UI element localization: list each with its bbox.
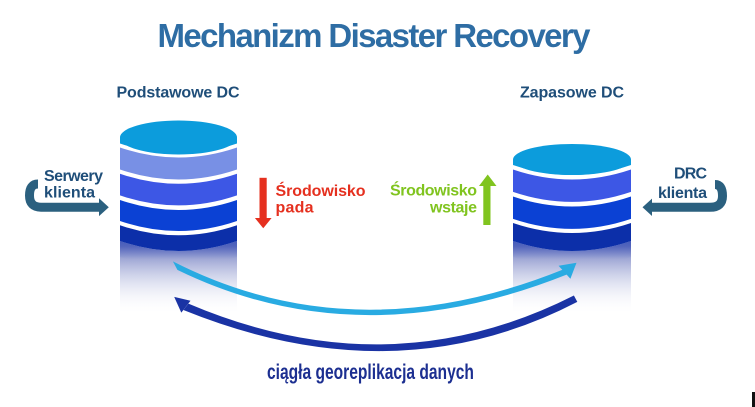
svg-text:Środowisko: Środowisko bbox=[276, 181, 366, 200]
svg-text:Środowisko: Środowisko bbox=[390, 181, 477, 200]
svg-text:Podstawowe DC: Podstawowe DC bbox=[117, 85, 240, 102]
svg-text:DRC: DRC bbox=[674, 166, 707, 183]
svg-text:wstaje: wstaje bbox=[429, 199, 477, 216]
svg-text:Mechanizm Disaster Recovery: Mechanizm Disaster Recovery bbox=[158, 17, 592, 54]
svg-text:klienta: klienta bbox=[44, 184, 95, 201]
svg-text:pada: pada bbox=[276, 199, 314, 216]
svg-text:ciągła georeplikacja danych: ciągła georeplikacja danych bbox=[267, 360, 474, 384]
svg-text:Serwery: Serwery bbox=[44, 168, 103, 185]
svg-text:klienta: klienta bbox=[658, 185, 707, 202]
svg-text:Zapasowe DC: Zapasowe DC bbox=[520, 85, 624, 102]
